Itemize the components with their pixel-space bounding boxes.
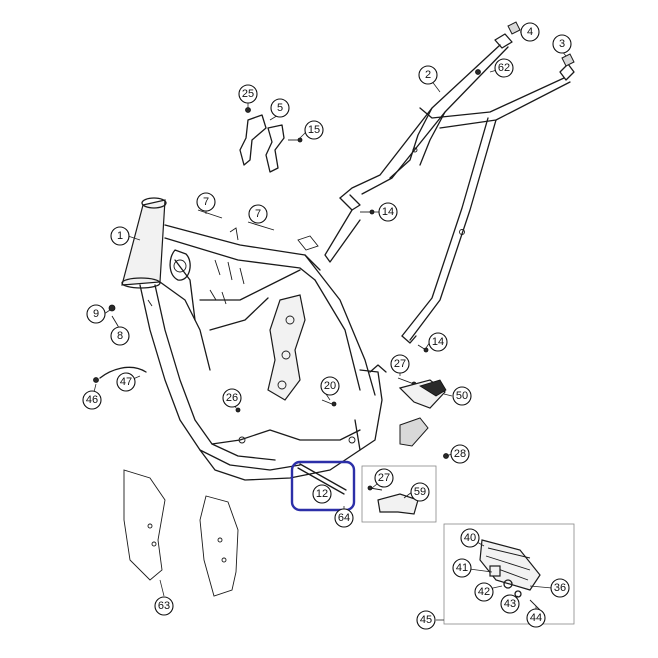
callout-62[interactable]: 62 bbox=[494, 58, 514, 78]
callout-41[interactable]: 41 bbox=[452, 558, 472, 578]
svg-text:1: 1 bbox=[117, 230, 123, 242]
svg-text:41: 41 bbox=[456, 562, 468, 574]
svg-text:28: 28 bbox=[454, 448, 466, 460]
svg-text:50: 50 bbox=[456, 390, 468, 402]
callout-45[interactable]: 45 bbox=[416, 610, 436, 630]
svg-text:46: 46 bbox=[86, 394, 98, 406]
svg-text:7: 7 bbox=[255, 208, 261, 220]
svg-text:8: 8 bbox=[117, 330, 123, 342]
svg-text:40: 40 bbox=[464, 532, 476, 544]
callout-59[interactable]: 59 bbox=[410, 482, 430, 502]
svg-text:42: 42 bbox=[478, 586, 490, 598]
callout-50[interactable]: 50 bbox=[452, 386, 472, 406]
svg-text:62: 62 bbox=[498, 62, 510, 74]
callout-40[interactable]: 40 bbox=[460, 528, 480, 548]
callout-44[interactable]: 44 bbox=[526, 608, 546, 628]
svg-text:36: 36 bbox=[554, 582, 566, 594]
callout-28[interactable]: 28 bbox=[450, 444, 470, 464]
callout-14a[interactable]: 14 bbox=[378, 202, 398, 222]
svg-text:43: 43 bbox=[504, 598, 516, 610]
callout-14b[interactable]: 14 bbox=[428, 332, 448, 352]
svg-text:3: 3 bbox=[559, 38, 565, 50]
svg-text:12: 12 bbox=[316, 488, 328, 500]
callout-3[interactable]: 3 bbox=[552, 34, 572, 54]
svg-text:63: 63 bbox=[158, 600, 170, 612]
small-parts bbox=[93, 21, 575, 625]
svg-text:59: 59 bbox=[414, 486, 426, 498]
callout-5[interactable]: 5 bbox=[270, 98, 290, 118]
svg-text:47: 47 bbox=[120, 376, 132, 388]
svg-text:25: 25 bbox=[242, 88, 254, 100]
highlight-box-part-12 bbox=[290, 460, 356, 512]
subframe bbox=[324, 33, 575, 344]
svg-text:5: 5 bbox=[277, 102, 283, 114]
callout-42[interactable]: 42 bbox=[474, 582, 494, 602]
callout-46[interactable]: 46 bbox=[82, 390, 102, 410]
callout-1[interactable]: 1 bbox=[110, 226, 130, 246]
svg-text:64: 64 bbox=[338, 512, 350, 524]
svg-text:2: 2 bbox=[425, 69, 431, 81]
svg-text:20: 20 bbox=[324, 380, 336, 392]
callout-8[interactable]: 8 bbox=[110, 326, 130, 346]
callout-27a[interactable]: 27 bbox=[390, 354, 410, 374]
callout-27b[interactable]: 27 bbox=[374, 468, 394, 488]
svg-text:27: 27 bbox=[394, 358, 406, 370]
svg-text:15: 15 bbox=[308, 124, 320, 136]
callout-26[interactable]: 26 bbox=[222, 388, 242, 408]
callout-43[interactable]: 43 bbox=[500, 594, 520, 614]
main-frame bbox=[121, 197, 387, 481]
callout-4[interactable]: 4 bbox=[520, 22, 540, 42]
callout-25[interactable]: 25 bbox=[238, 84, 258, 104]
svg-text:27: 27 bbox=[378, 472, 390, 484]
svg-text:26: 26 bbox=[226, 392, 238, 404]
callout-20[interactable]: 20 bbox=[320, 376, 340, 396]
callout-64[interactable]: 64 bbox=[334, 508, 354, 528]
callout-7b[interactable]: 7 bbox=[248, 204, 268, 224]
callout-7a[interactable]: 7 bbox=[196, 192, 216, 212]
callout-15[interactable]: 15 bbox=[304, 120, 324, 140]
callout-2[interactable]: 2 bbox=[418, 65, 438, 85]
svg-text:45: 45 bbox=[420, 614, 432, 626]
svg-text:9: 9 bbox=[93, 308, 99, 320]
svg-text:4: 4 bbox=[527, 26, 533, 38]
callout-12[interactable]: 12 bbox=[312, 484, 332, 504]
svg-text:44: 44 bbox=[530, 612, 542, 624]
callout-47[interactable]: 47 bbox=[116, 372, 136, 392]
svg-text:7: 7 bbox=[203, 196, 209, 208]
svg-text:14: 14 bbox=[432, 336, 444, 348]
svg-text:14: 14 bbox=[382, 206, 394, 218]
callout-9[interactable]: 9 bbox=[86, 304, 106, 324]
callout-36[interactable]: 36 bbox=[550, 578, 570, 598]
callout-63[interactable]: 63 bbox=[154, 596, 174, 616]
